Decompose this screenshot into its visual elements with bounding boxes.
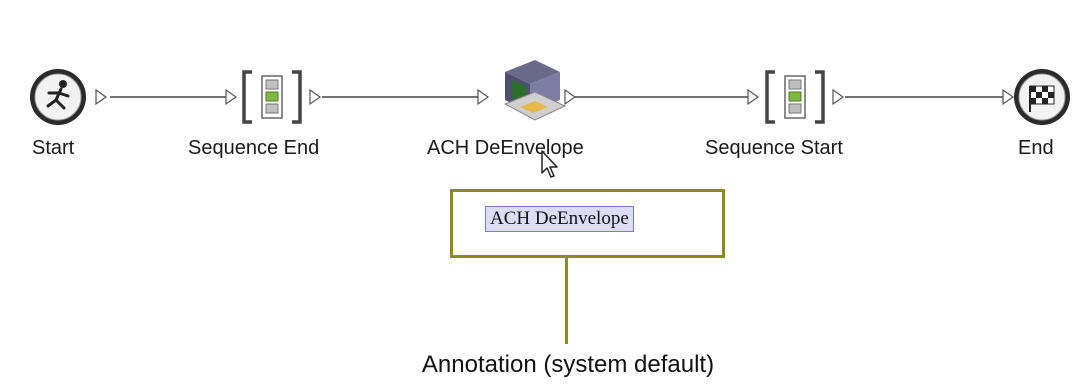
- sequence-bracket-icon[interactable]: [242, 70, 302, 124]
- input-port-icon[interactable]: [225, 88, 238, 106]
- mouse-pointer-icon: [541, 150, 558, 178]
- node-label-sequence-end[interactable]: Sequence End: [188, 137, 320, 159]
- node-label-ach-deenvelope[interactable]: ACH DeEnvelope: [427, 137, 584, 159]
- running-man-icon[interactable]: [30, 69, 86, 125]
- annotation-text-field[interactable]: ACH DeEnvelope: [485, 206, 634, 232]
- checkered-flag-icon[interactable]: [1014, 69, 1070, 125]
- node-label-end[interactable]: End: [1018, 137, 1054, 159]
- computer-service-icon[interactable]: [503, 60, 567, 121]
- callout-leader-line: [565, 258, 568, 344]
- annotation-caption: Annotation (system default): [421, 351, 715, 378]
- output-port-icon[interactable]: [95, 88, 108, 106]
- annotation-callout-box: ACH DeEnvelope: [450, 189, 725, 258]
- input-port-icon[interactable]: [477, 88, 490, 106]
- output-port-icon[interactable]: [564, 88, 577, 106]
- sequence-bracket-icon[interactable]: [765, 70, 825, 124]
- output-port-icon[interactable]: [832, 88, 845, 106]
- node-label-start[interactable]: Start: [32, 137, 75, 159]
- output-port-icon[interactable]: [309, 88, 322, 106]
- input-port-icon[interactable]: [747, 88, 760, 106]
- input-port-icon[interactable]: [1002, 88, 1015, 106]
- node-label-sequence-start[interactable]: Sequence Start: [705, 137, 843, 159]
